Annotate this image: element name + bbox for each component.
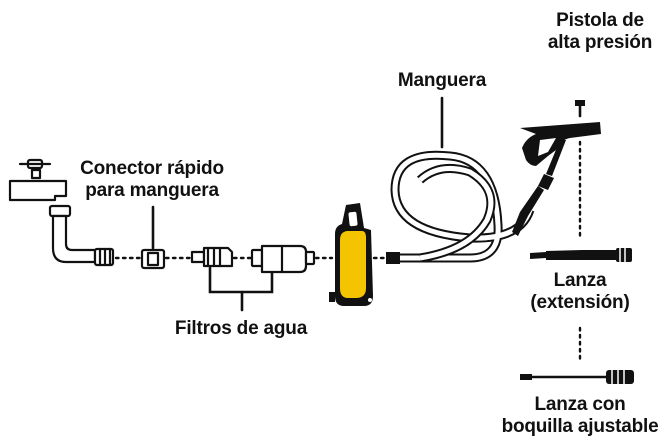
- label-spray-gun-line1: Pistola de: [556, 10, 644, 31]
- label-hose-text: Manguera: [397, 70, 487, 91]
- label-spray-gun-line2: alta presión: [547, 32, 653, 53]
- label-quick-connector-line2: para manguera: [85, 180, 219, 201]
- label-water-filters: Filtros de agua: [166, 318, 316, 340]
- water-filter-small-icon: [190, 246, 274, 312]
- hose-icon: [386, 96, 544, 264]
- label-adjustable-lance-line2: boquilla ajustable: [501, 416, 659, 437]
- label-lance-line2: (extensión): [530, 292, 630, 313]
- label-lance-extension: Lanza (extensión): [520, 270, 640, 314]
- label-spray-gun: Pistola de alta presión: [540, 10, 660, 54]
- faucet-adapter: [93, 247, 115, 267]
- adjustable-nozzle-lance-icon: [520, 370, 634, 384]
- spray-gun-icon: [520, 100, 601, 190]
- label-quick-connector: Conector rápido para manguera: [66, 158, 238, 202]
- pressure-washer-icon: [329, 203, 373, 306]
- label-quick-connector-line1: Conector rápido: [80, 158, 224, 179]
- label-adjustable-lance: Lanza con boquilla ajustable: [500, 394, 660, 438]
- label-hose: Manguera: [392, 70, 492, 92]
- label-lance-line1: Lanza: [553, 270, 607, 291]
- label-water-filters-text: Filtros de agua: [174, 318, 308, 339]
- label-adjustable-lance-line1: Lanza con: [534, 394, 626, 415]
- lance-extension-icon: [530, 248, 632, 262]
- quick-connector-icon: [140, 205, 166, 270]
- water-filter-large-icon: [250, 244, 316, 274]
